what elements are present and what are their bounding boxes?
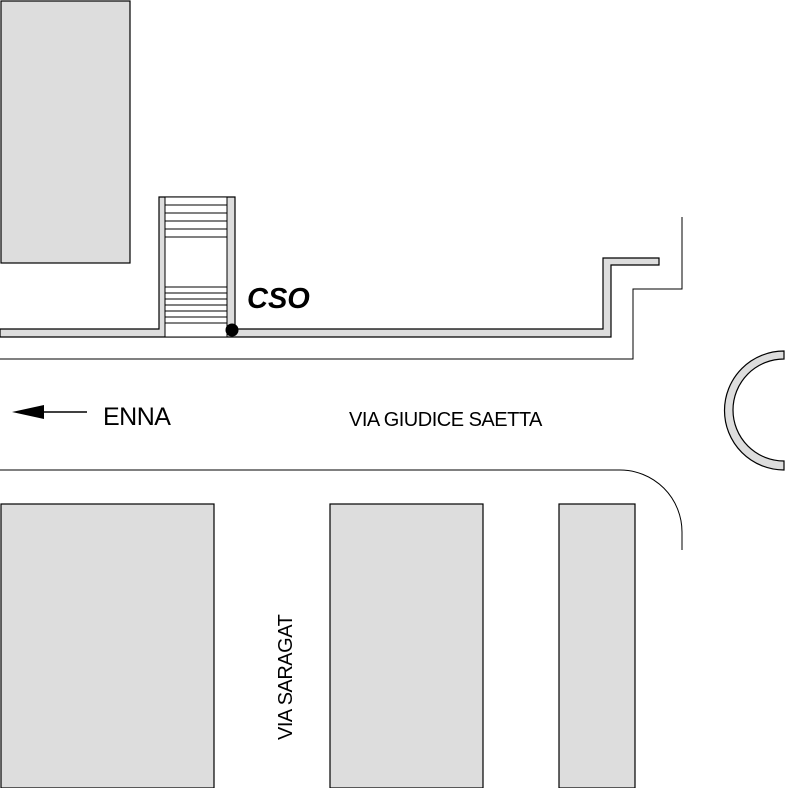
road-edge-south <box>0 469 683 550</box>
road-edge-north <box>0 217 683 360</box>
building-bottom-middle <box>329 503 484 788</box>
building-top-left <box>0 0 131 264</box>
curved-kerb <box>723 350 785 471</box>
location-dot-icon <box>225 323 239 337</box>
street-label-main: VIA GIUDICE SAETTA <box>349 409 543 431</box>
staircase <box>164 196 228 338</box>
arrow-left-icon <box>12 405 87 419</box>
street-label-side: VIA SARAGAT <box>275 614 297 740</box>
direction-label: ENNA <box>103 403 171 431</box>
building-bottom-left <box>0 503 215 788</box>
building-bottom-right <box>558 503 636 788</box>
marker-label: CSO <box>247 283 310 315</box>
